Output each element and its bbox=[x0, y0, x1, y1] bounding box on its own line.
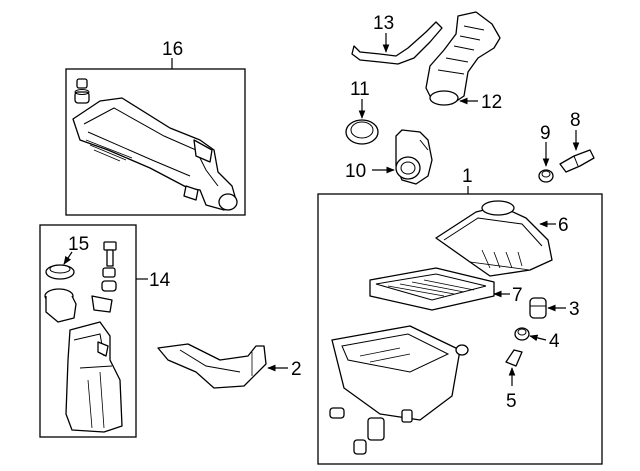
part-15-clamp bbox=[45, 264, 75, 280]
callout-9: 9 bbox=[540, 123, 551, 144]
leader-4 bbox=[529, 334, 547, 342]
callout-13: 13 bbox=[373, 13, 394, 34]
callout-10: 10 bbox=[345, 161, 366, 182]
part-12-intake-hose bbox=[425, 11, 501, 106]
part-9-grommet bbox=[538, 169, 554, 183]
box-16 bbox=[65, 68, 246, 216]
part-1-lower-housing bbox=[329, 325, 469, 455]
callout-15: 15 bbox=[68, 234, 89, 255]
part-5-clip bbox=[505, 349, 523, 367]
part-16-air-duct bbox=[72, 78, 238, 211]
bolt-and-grommets-14 bbox=[101, 241, 117, 292]
box-14 bbox=[39, 224, 137, 438]
callout-7: 7 bbox=[512, 285, 523, 306]
part-7-filter-element bbox=[369, 267, 495, 311]
callout-8: 8 bbox=[570, 110, 581, 131]
part-13-hose bbox=[351, 21, 443, 65]
callout-5: 5 bbox=[506, 391, 517, 412]
part-10-airflow-sensor bbox=[395, 129, 433, 185]
callout-1: 1 bbox=[462, 166, 473, 187]
callout-2: 2 bbox=[291, 359, 302, 380]
callout-6: 6 bbox=[558, 215, 569, 236]
part-11-ring-clamp bbox=[345, 119, 379, 145]
callout-16: 16 bbox=[162, 39, 183, 60]
callout-11: 11 bbox=[350, 79, 370, 100]
leader-15 bbox=[63, 251, 73, 265]
callout-12: 12 bbox=[481, 92, 502, 113]
callout-3: 3 bbox=[569, 299, 580, 320]
callout-14: 14 bbox=[149, 270, 171, 291]
part-8-sensor bbox=[559, 149, 595, 173]
part-6-upper-cover bbox=[435, 200, 553, 277]
part-4-grommet bbox=[514, 327, 530, 341]
callout-4: 4 bbox=[549, 331, 560, 352]
box-1 bbox=[317, 193, 603, 465]
part-3-grommet bbox=[529, 297, 547, 319]
part-2-bracket bbox=[157, 343, 267, 389]
part-14-resonator bbox=[44, 288, 123, 433]
